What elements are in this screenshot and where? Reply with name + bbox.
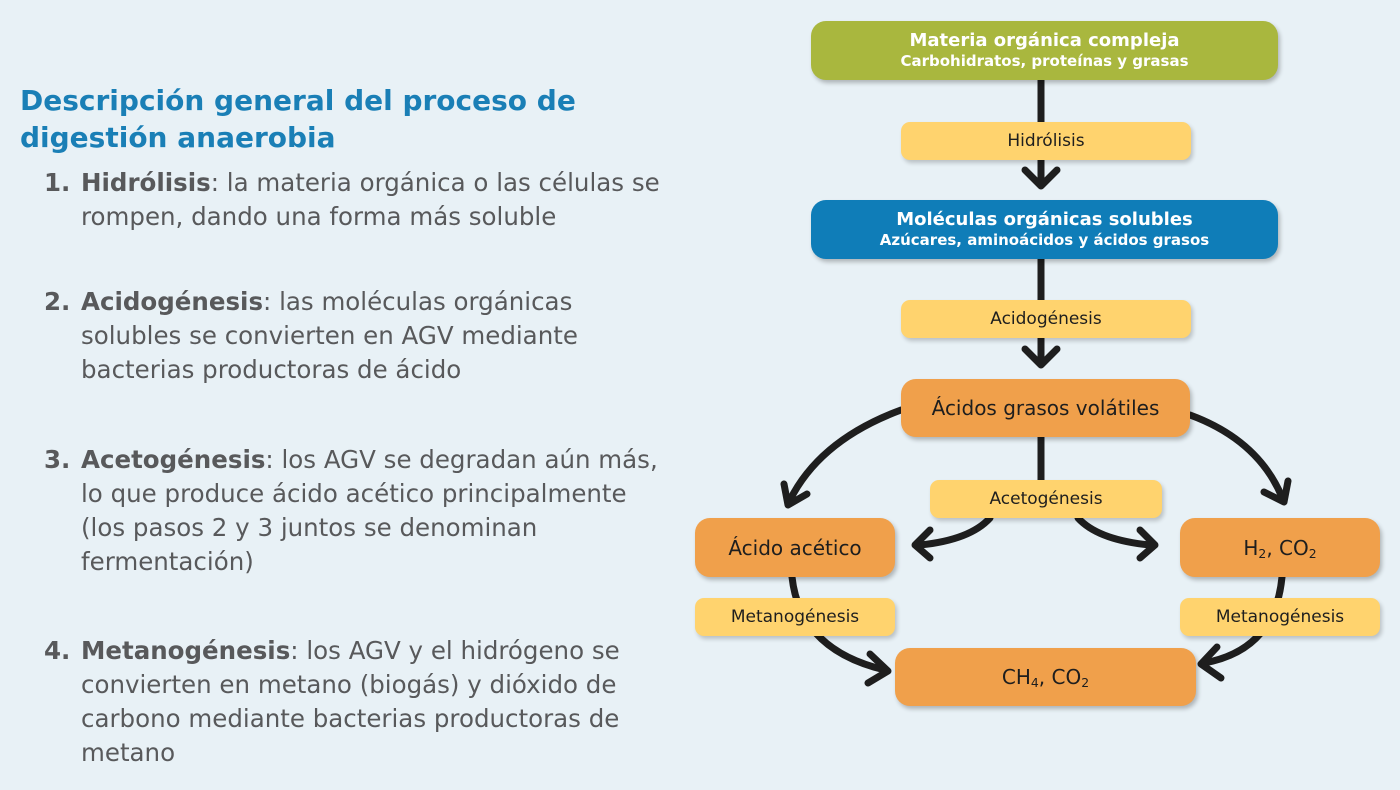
node-title: Materia orgánica compleja	[909, 30, 1180, 51]
step-body: Hidrólisis: la materia orgánica o las cé…	[81, 166, 674, 234]
step-term: Acidogénesis	[81, 287, 264, 316]
formula-subscript: 2	[1258, 545, 1267, 561]
step-methanogenesis: 4. Metanogénesis: los AGV y el hidrógeno…	[44, 634, 674, 770]
step-body: Acidogénesis: las moléculas orgánicas so…	[81, 285, 674, 387]
step-number: 1.	[44, 168, 71, 197]
node-title: Ácido acético	[728, 535, 862, 560]
node-acetic-acid: Ácido acético	[695, 518, 895, 577]
node-title: H2, CO2	[1243, 536, 1316, 560]
formula-subscript: 4	[1030, 675, 1039, 691]
node-title: CH4, CO2	[1002, 665, 1089, 689]
node-complex-organic-matter: Materia orgánica compleja Carbohidratos,…	[811, 21, 1278, 80]
step-body: Metanogénesis: los AGV y el hidrógeno se…	[81, 634, 674, 770]
formula-part: , CO	[1266, 535, 1309, 560]
step-acidogenesis: 2. Acidogénesis: las moléculas orgánicas…	[44, 285, 674, 387]
process-methanogenesis-right: Metanogénesis	[1180, 598, 1380, 636]
node-h2-co2: H2, CO2	[1180, 518, 1380, 577]
node-subtitle: Carbohidratos, proteínas y grasas	[900, 52, 1189, 70]
node-volatile-fatty-acids: Ácidos grasos volátiles	[901, 379, 1190, 437]
arrow-acetic-acid-to-ch4	[788, 573, 889, 674]
node-title: Moléculas orgánicas solubles	[896, 209, 1193, 230]
step-term: Hidrólisis	[81, 168, 211, 197]
arrow-vfa-to-acetic-acid	[786, 406, 905, 504]
step-number: 3.	[44, 445, 71, 474]
step-number: 4.	[44, 636, 71, 665]
page-title: Descripción general del proceso de diges…	[20, 84, 576, 154]
step-hydrolysis: 1. Hidrólisis: la materia orgánica o las…	[44, 166, 674, 234]
arrow-to-h2-co2	[1074, 514, 1154, 549]
arrow-to-acetic-acid-head	[911, 526, 934, 562]
process-acidogenesis: Acidogénesis	[901, 300, 1191, 338]
formula-subscript: 2	[1081, 675, 1090, 691]
node-ch4-co2: CH4, CO2	[895, 648, 1196, 706]
arrow-acetic-acid-to-ch4-head	[864, 650, 892, 687]
formula-part: H	[1243, 535, 1259, 560]
formula-part: , CO	[1038, 665, 1082, 689]
step-number: 2.	[44, 287, 71, 316]
node-title: Ácidos grasos volátiles	[931, 396, 1160, 420]
step-description: : los AGV y el hidrógeno se convierten e…	[81, 636, 620, 767]
arrow-h2-co2-to-ch4-head	[1197, 643, 1225, 682]
node-subtitle: Azúcares, aminoácidos y ácidos grasos	[879, 231, 1210, 249]
step-acetogenesis: 3. Acetogénesis: los AGV se degradan aún…	[44, 443, 674, 579]
arrow-to-acetic-acid	[916, 514, 994, 549]
process-hydrolysis: Hidrólisis	[901, 122, 1191, 160]
arrow-to-h2-co2-head	[1136, 526, 1159, 562]
formula-part: CH	[1001, 665, 1031, 689]
formula-subscript: 2	[1308, 545, 1317, 561]
process-methanogenesis-left: Metanogénesis	[695, 598, 895, 636]
arrow-vfa-to-h2-co2-head	[1260, 477, 1292, 506]
step-body: Acetogénesis: los AGV se degradan aún má…	[81, 443, 674, 579]
arrow-acidogenesis-head	[1021, 345, 1061, 369]
node-soluble-organic-molecules: Moléculas orgánicas solubles Azúcares, a…	[811, 200, 1278, 259]
step-description: : los AGV se degradan aún más, lo que pr…	[81, 445, 658, 576]
step-description: : la materia orgánica o las células se r…	[81, 168, 660, 231]
arrow-hydrolysis-head	[1021, 166, 1061, 190]
step-term: Acetogénesis	[81, 445, 266, 474]
arrow-vfa-to-acetic-acid-head	[780, 480, 811, 509]
step-term: Metanogénesis	[81, 636, 291, 665]
process-acetogenesis: Acetogénesis	[930, 480, 1162, 518]
arrow-vfa-to-h2-co2	[1186, 411, 1286, 501]
step-description: : las moléculas orgánicas solubles se co…	[81, 287, 578, 384]
